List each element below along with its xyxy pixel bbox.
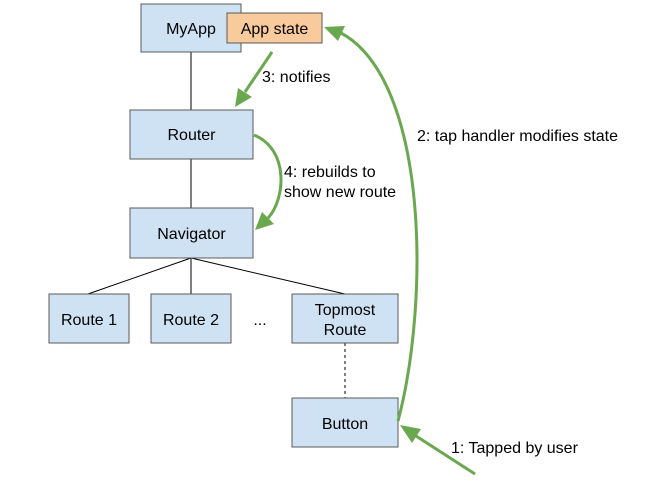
node-router: Router <box>129 109 254 160</box>
node-app-state-box <box>226 12 323 44</box>
label-step-2: 2: tap handler modifies state <box>417 128 618 145</box>
node-navigator: Navigator <box>129 207 254 259</box>
label-step-3: 3: notifies <box>262 69 330 86</box>
arrow-modifies-state-head <box>324 26 345 41</box>
edge-navigator-topmost <box>190 257 346 295</box>
node-router-label: Router <box>167 127 216 144</box>
node-button-box <box>291 397 399 448</box>
node-route-2-label: Route 2 <box>163 312 219 329</box>
arrow-modifies-state <box>340 31 419 422</box>
node-navigator-box <box>129 207 254 259</box>
arrow-notifies <box>243 51 274 93</box>
more-routes-ellipsis: ... <box>253 312 266 329</box>
node-myapp: MyApp <box>140 3 242 53</box>
node-route-2: Route 2 <box>150 293 232 344</box>
node-route-1-label: Route 1 <box>61 312 117 329</box>
arrow-rebuilds-head <box>255 212 274 230</box>
node-route-1: Route 1 <box>48 293 130 344</box>
arrow-rebuilds <box>253 133 283 220</box>
node-route-1-box <box>48 293 130 344</box>
edge-navigator-route1 <box>87 257 192 295</box>
node-topmost-route-box <box>291 293 399 344</box>
node-app-state-label: App state <box>241 21 309 38</box>
node-router-box <box>129 109 254 160</box>
node-navigator-label: Navigator <box>157 226 226 243</box>
node-topmost-route-label-line2: Route <box>324 322 367 339</box>
node-app-state: App state <box>226 12 323 44</box>
node-topmost-route-label-line1: Topmost <box>315 302 376 319</box>
arrow-notifies-head <box>235 88 252 107</box>
node-myapp-box <box>140 3 242 53</box>
node-topmost-route: Topmost Route <box>291 293 399 344</box>
arrow-tapped-by-user-head <box>400 425 421 443</box>
node-button: Button <box>291 397 399 448</box>
node-route-2-box <box>150 293 232 344</box>
node-myapp-label: MyApp <box>166 21 216 38</box>
label-step-4-line1: 4: rebuilds to <box>284 164 376 181</box>
label-step-4-line2: show new route <box>284 184 396 201</box>
label-step-1: 1: Tapped by user <box>451 440 579 457</box>
node-button-label: Button <box>322 416 368 433</box>
arrow-tapped-by-user <box>415 434 476 476</box>
